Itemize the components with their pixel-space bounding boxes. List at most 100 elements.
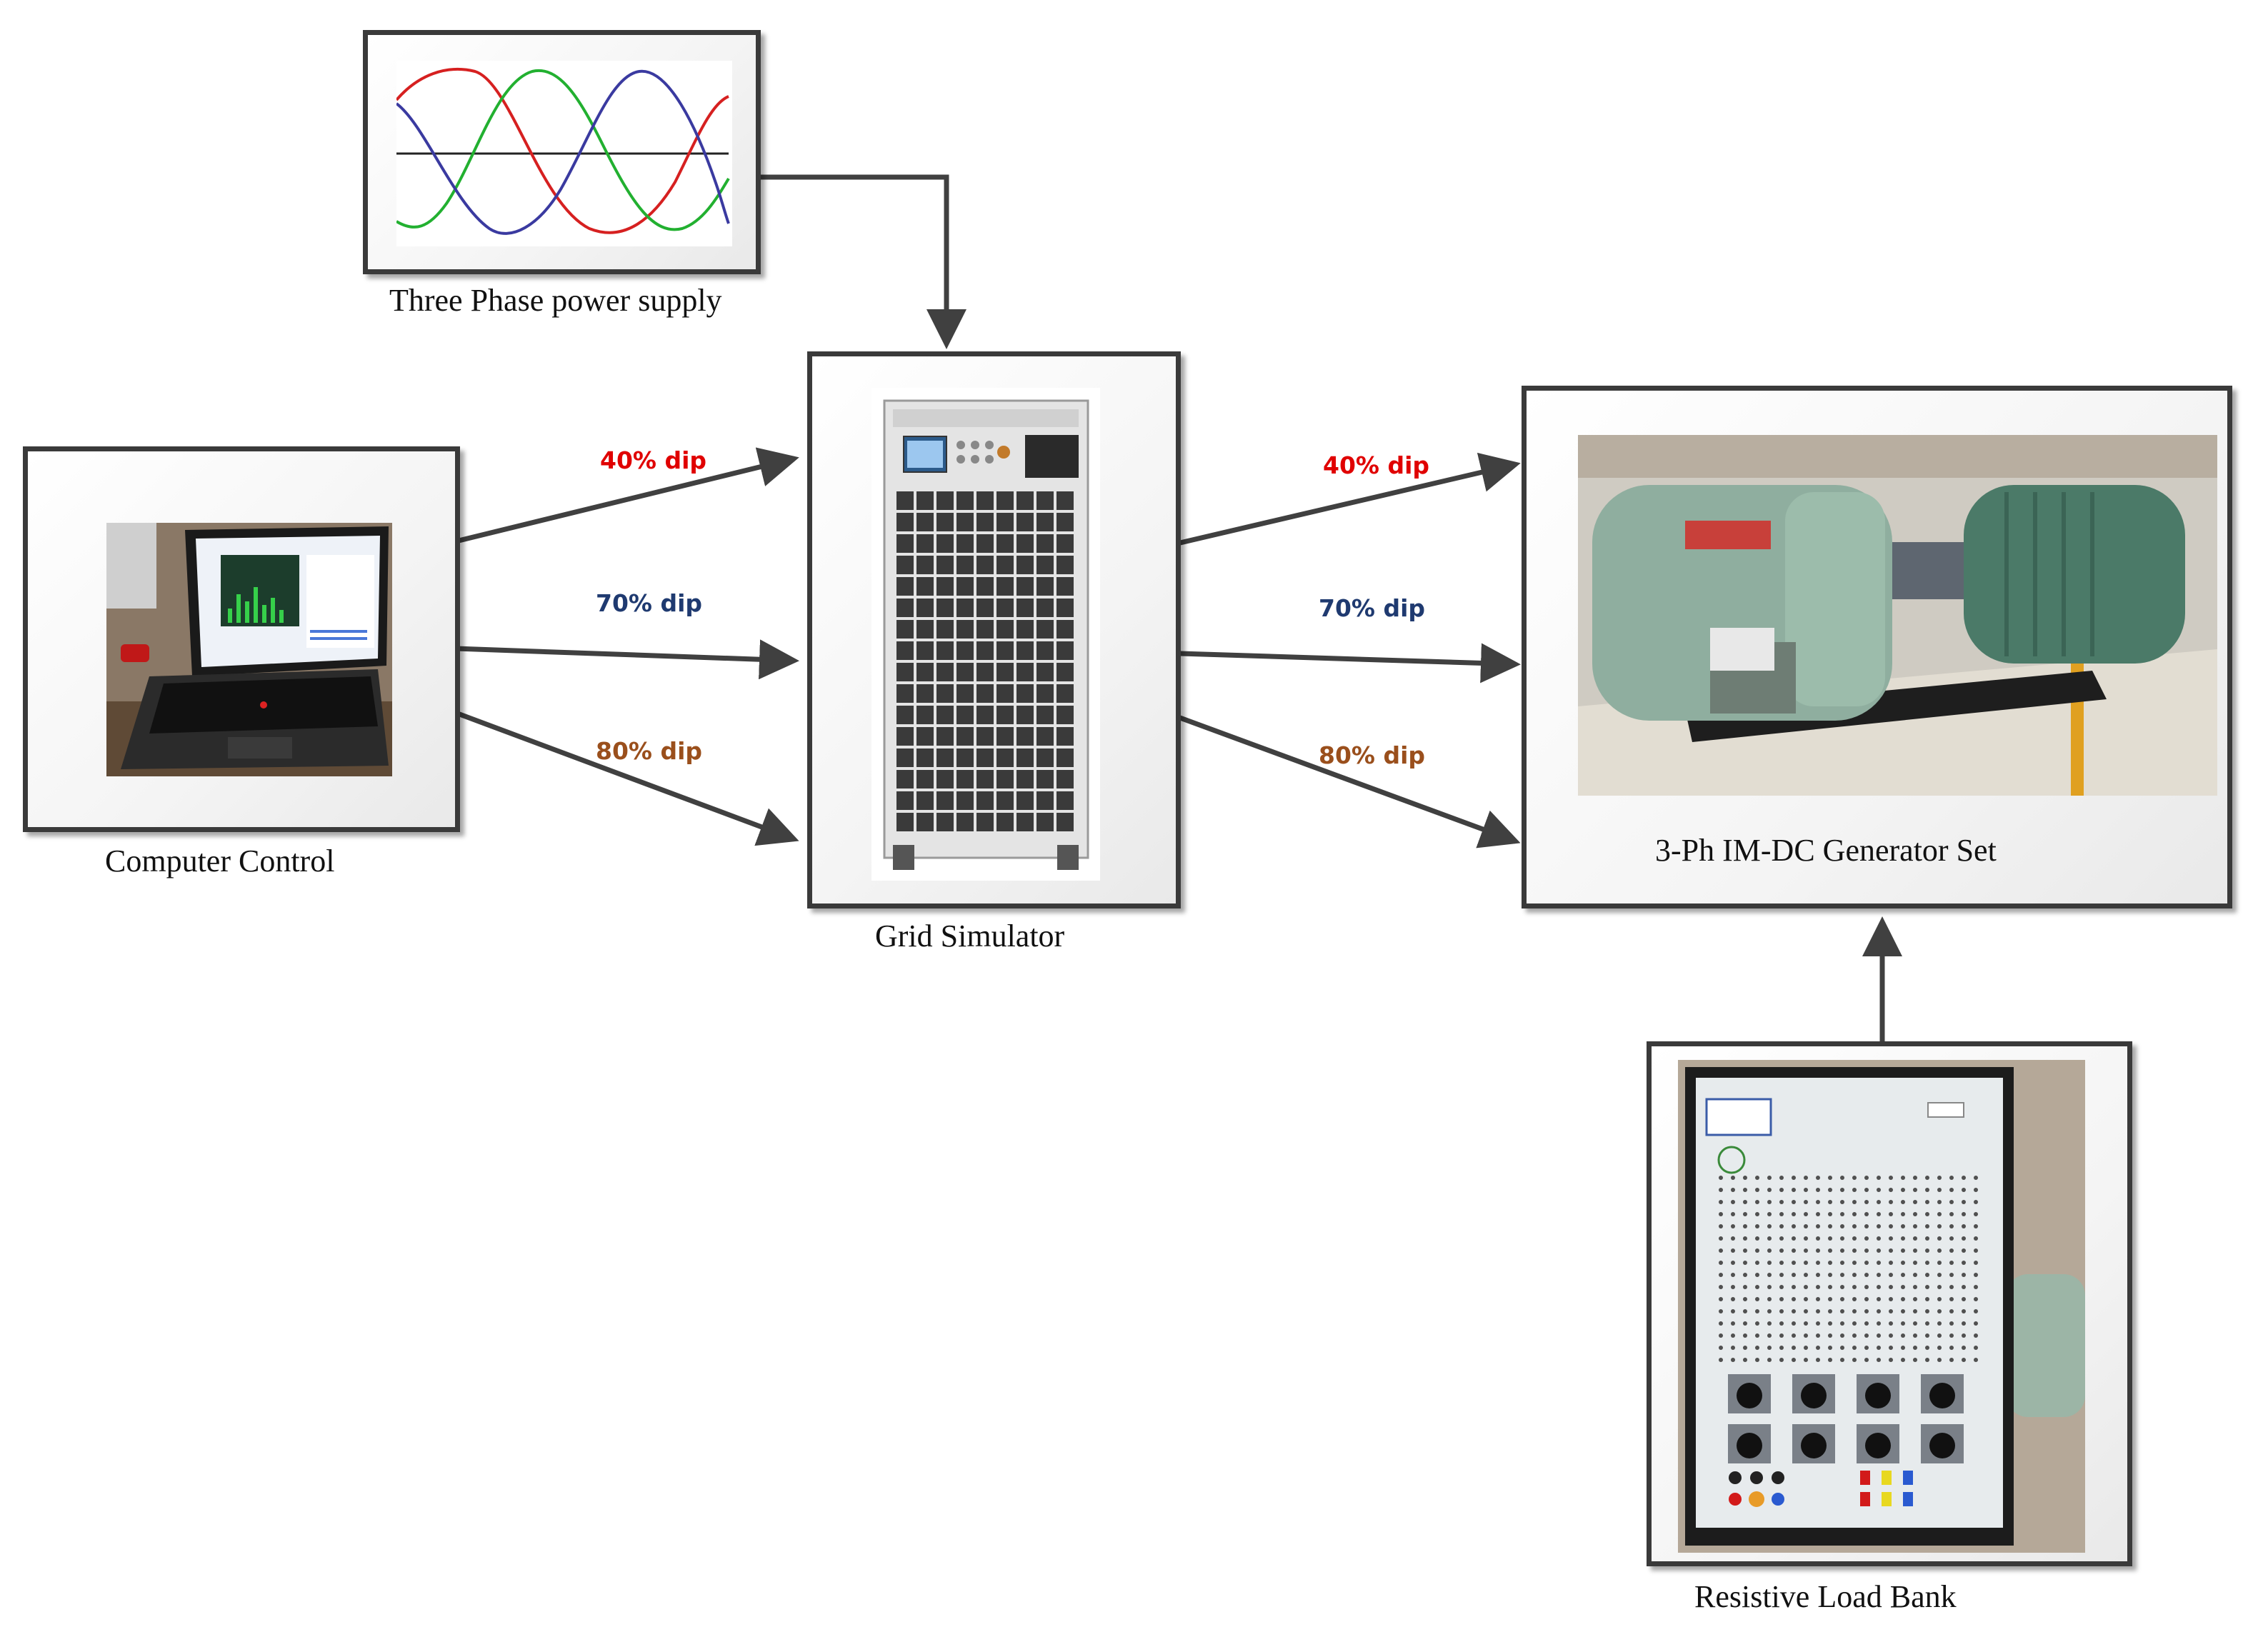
perforation-hole <box>1889 1333 1893 1338</box>
perforation-hole <box>1925 1321 1929 1326</box>
perforation-hole <box>1792 1261 1796 1265</box>
perforation-hole <box>1767 1224 1772 1228</box>
vent-cell <box>1016 770 1034 789</box>
perforation-hole <box>1974 1333 1978 1338</box>
perforation-hole <box>1974 1176 1978 1180</box>
perforation-hole <box>1974 1273 1978 1277</box>
perforation-hole <box>1755 1297 1759 1301</box>
perforation-hole <box>1962 1200 1966 1204</box>
perforation-hole <box>1913 1297 1917 1301</box>
perforation-hole <box>1889 1321 1893 1326</box>
perforation-hole <box>1731 1309 1735 1313</box>
perforation-hole <box>1901 1200 1905 1204</box>
perforation-hole <box>1731 1200 1735 1204</box>
perforation-hole <box>1913 1333 1917 1338</box>
perforation-hole <box>1925 1248 1929 1253</box>
dip-label-left-80: 80% dip <box>596 737 703 765</box>
perforation-hole <box>1864 1285 1869 1289</box>
perforation-hole <box>1767 1297 1772 1301</box>
vent-cell <box>956 513 974 531</box>
perforation-hole <box>1743 1285 1747 1289</box>
vent-cell <box>916 791 934 810</box>
perforation-hole <box>1913 1176 1917 1180</box>
rotary-switches <box>1728 1374 1964 1463</box>
perforation-hole <box>1779 1285 1784 1289</box>
vent-cell <box>976 684 994 703</box>
perforation-hole <box>1792 1321 1796 1326</box>
perforation-hole <box>1864 1321 1869 1326</box>
vent-cell <box>936 513 954 531</box>
perforation-hole <box>1913 1224 1917 1228</box>
perforation-hole <box>1804 1285 1808 1289</box>
perforation-hole <box>1937 1236 1942 1241</box>
grid-simulator-node <box>807 351 1181 908</box>
perforation-hole <box>1877 1321 1881 1326</box>
perforation-hole <box>1804 1346 1808 1350</box>
perforation-hole <box>1949 1297 1954 1301</box>
vent-cell <box>1056 791 1074 810</box>
vent-cell <box>996 706 1014 724</box>
vent-cell <box>976 513 994 531</box>
vent-cell <box>976 534 994 553</box>
perforation-hole <box>1877 1358 1881 1362</box>
perforation-hole <box>1889 1297 1893 1301</box>
three-phase-waveform-icon <box>396 61 732 246</box>
perforation-hole <box>1719 1273 1723 1277</box>
perforation-hole <box>1755 1212 1759 1216</box>
perforation-hole <box>1852 1321 1857 1326</box>
perforation-hole <box>1719 1261 1723 1265</box>
perforation-hole <box>1901 1346 1905 1350</box>
vent-cell <box>896 727 914 746</box>
perforation-hole <box>1864 1273 1869 1277</box>
perforation-hole <box>1779 1248 1784 1253</box>
perforation-hole <box>1901 1333 1905 1338</box>
dip-label-left-70: 70% dip <box>596 589 703 617</box>
perforation-hole <box>1816 1358 1820 1362</box>
perforation-hole <box>1828 1224 1832 1228</box>
perforation-hole <box>1767 1333 1772 1338</box>
perforation-hole <box>1974 1309 1978 1313</box>
vent-cell <box>896 491 914 510</box>
perforation-hole <box>1889 1285 1893 1289</box>
perforation-hole <box>1913 1346 1917 1350</box>
vent-cell <box>976 577 994 596</box>
rotary-switch <box>1728 1374 1771 1413</box>
phase-green-wave <box>396 69 730 231</box>
perforation-hole <box>1792 1176 1796 1180</box>
vent-cell <box>916 749 934 767</box>
perforation-hole <box>1974 1261 1978 1265</box>
perforation-hole <box>1767 1321 1772 1326</box>
perforation-hole <box>1974 1200 1978 1204</box>
perforation-hole <box>1901 1273 1905 1277</box>
perforation-hole <box>1719 1297 1723 1301</box>
perforation-hole <box>1913 1212 1917 1216</box>
perforation-hole <box>1828 1248 1832 1253</box>
perforation-hole <box>1779 1309 1784 1313</box>
perforation-hole <box>1828 1285 1832 1289</box>
perforation-hole <box>1719 1358 1723 1362</box>
perforation-hole <box>1864 1236 1869 1241</box>
perforation-hole <box>1828 1333 1832 1338</box>
perforation-hole <box>1925 1285 1929 1289</box>
perforation-hole <box>1816 1321 1820 1326</box>
vent-cell <box>1056 599 1074 617</box>
vent-cell <box>936 491 954 510</box>
perforation-hole <box>1877 1236 1881 1241</box>
perforation-hole <box>1731 1188 1735 1192</box>
perforation-hole <box>1889 1212 1893 1216</box>
perforation-hole <box>1962 1358 1966 1362</box>
perforation-hole <box>1889 1248 1893 1253</box>
vent-cell <box>996 534 1014 553</box>
perforation-hole <box>1792 1309 1796 1313</box>
perforation-hole <box>1804 1333 1808 1338</box>
perforation-hole <box>1864 1358 1869 1362</box>
perforation-hole <box>1949 1248 1954 1253</box>
perforation-hole <box>1804 1321 1808 1326</box>
vent-cell <box>1016 491 1034 510</box>
perforation-hole <box>1937 1297 1942 1301</box>
perforation-hole <box>1864 1224 1869 1228</box>
vent-cell <box>1056 813 1074 831</box>
perforation-hole <box>1767 1273 1772 1277</box>
vent-cell <box>956 663 974 681</box>
perforation-hole <box>1877 1333 1881 1338</box>
